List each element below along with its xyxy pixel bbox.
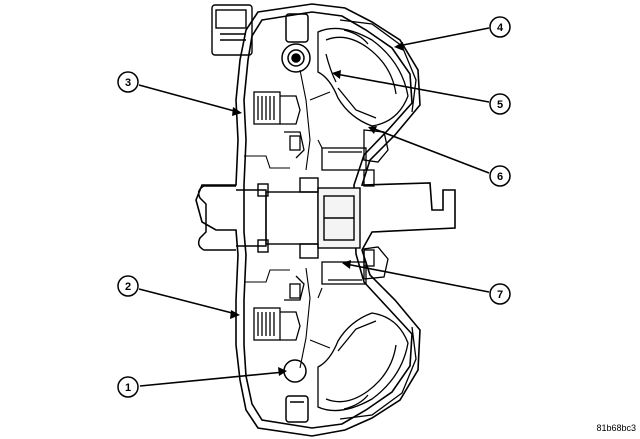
central-hub <box>236 177 361 259</box>
callout-label-2: 2 <box>125 281 131 293</box>
callout-circle-1 <box>117 376 139 398</box>
callout-circle-6 <box>489 165 511 187</box>
callout-label-1: 1 <box>125 382 131 394</box>
clutch-pack-top <box>253 91 305 159</box>
callout-circle-2 <box>117 275 139 297</box>
callout-3: 3 <box>117 71 242 116</box>
bolt-block-top <box>211 4 253 56</box>
housing-outline <box>195 3 456 437</box>
callout-circle-7 <box>489 283 511 305</box>
callout-label-4: 4 <box>497 22 504 34</box>
callout-6: 6 <box>368 126 511 187</box>
clutch-pack-bottom <box>253 275 305 341</box>
callout-circle-3 <box>117 71 139 93</box>
callout-label-6: 6 <box>497 171 503 183</box>
callout-label-5: 5 <box>497 99 503 111</box>
turbine-bottom <box>317 312 417 420</box>
pilot-hub <box>197 185 236 251</box>
internal-linework <box>244 69 331 369</box>
callout-7: 7 <box>342 260 511 305</box>
callout-circle-5 <box>489 93 511 115</box>
callout-circle-4 <box>489 16 511 38</box>
figure-code: 81b68bc3 <box>596 423 636 433</box>
callout-label-3: 3 <box>125 77 131 89</box>
callout-label-7: 7 <box>497 289 503 301</box>
callout-2: 2 <box>117 275 240 319</box>
callout-1: 1 <box>117 367 287 398</box>
lower-plug <box>283 359 309 423</box>
callout-5: 5 <box>332 70 511 115</box>
callout-4: 4 <box>394 16 511 51</box>
upper-plug <box>281 13 311 73</box>
